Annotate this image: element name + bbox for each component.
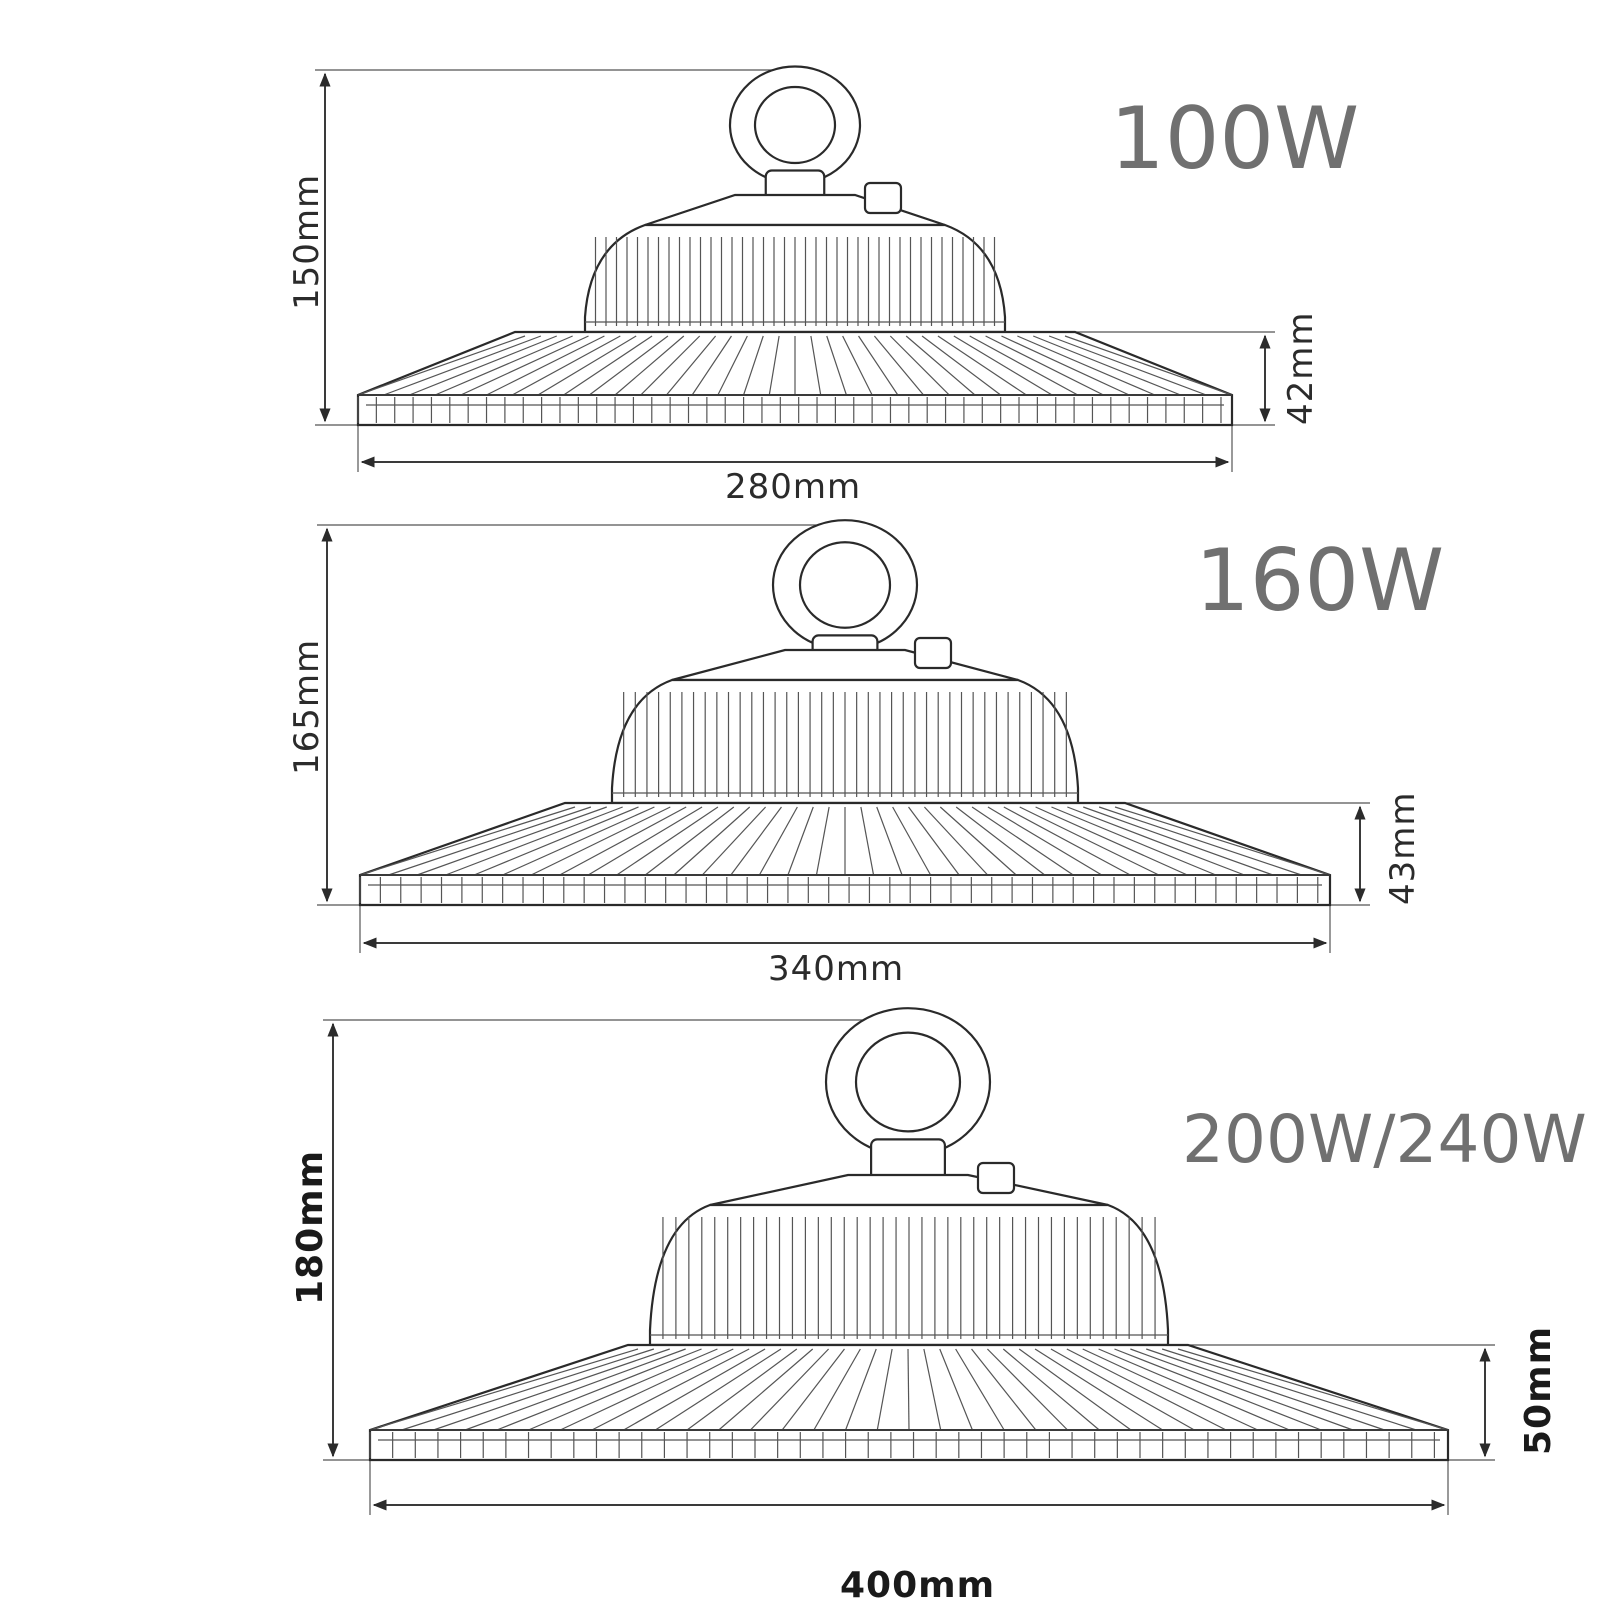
rim-label-100w: 42mm — [1281, 311, 1321, 425]
watt-label-200w-240w: 200W/240W — [1182, 1101, 1587, 1178]
rim-ribs — [369, 1348, 1449, 1458]
heatsink-fins — [623, 692, 1067, 797]
height-label-160w: 165mm — [287, 639, 327, 775]
heatsink-fins — [662, 1217, 1156, 1339]
ring-inner — [753, 85, 837, 165]
hanging-ring — [728, 65, 862, 185]
hanging-ring — [771, 519, 919, 651]
lamp-100w-figure — [315, 65, 1275, 472]
ring-inner — [798, 541, 892, 629]
lamp-160w-figure — [317, 519, 1370, 953]
cable-gland — [913, 636, 953, 670]
width-label-160w: 340mm — [768, 949, 904, 989]
lamp-200w-figure — [323, 1007, 1495, 1515]
cable-gland — [976, 1161, 1016, 1195]
watt-label-100w: 100W — [1110, 89, 1359, 189]
top-cap — [709, 1173, 1109, 1207]
top-cap — [671, 648, 1019, 682]
heatsink-fins — [594, 237, 996, 326]
rim-label-160w: 43mm — [1383, 791, 1423, 905]
cable-gland — [863, 181, 903, 215]
watt-label-160w: 160W — [1195, 531, 1444, 631]
height-label-100w: 150mm — [287, 174, 327, 310]
width-label-100w: 280mm — [725, 467, 861, 507]
width-label-200w: 400mm — [840, 1565, 995, 1600]
hanging-ring — [824, 1007, 992, 1157]
rim-ribs — [359, 806, 1331, 903]
rim-label-200w: 50mm — [1518, 1326, 1559, 1455]
ring-inner — [854, 1031, 962, 1133]
rim-ribs — [357, 335, 1233, 423]
height-label-200w: 180mm — [290, 1150, 331, 1305]
